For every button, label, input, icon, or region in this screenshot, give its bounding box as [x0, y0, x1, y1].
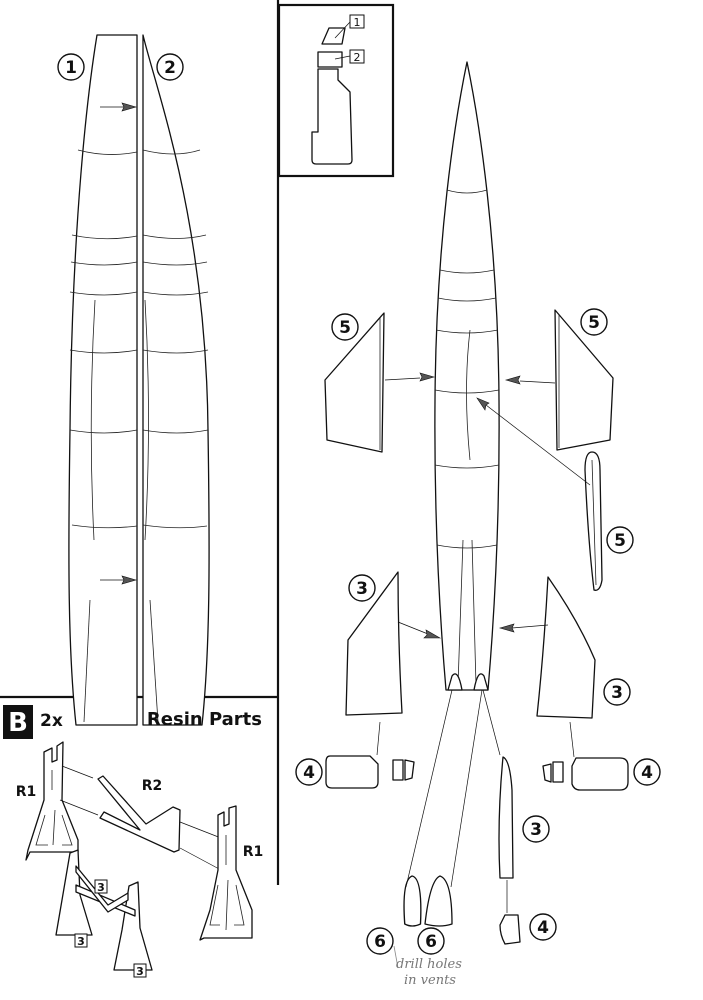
part-label-3-left: 3	[348, 574, 376, 602]
part-label-6-left: 6	[366, 927, 394, 955]
fin-left	[324, 312, 436, 453]
vent-right	[424, 689, 483, 927]
part-label-4-left: 4	[295, 758, 323, 786]
part-label-4-right: 4	[633, 758, 661, 786]
small-label-3-c: 3	[133, 963, 147, 978]
fin-right	[504, 309, 614, 451]
part-label-3-right: 3	[603, 678, 631, 706]
part-label-r2: R2	[142, 778, 163, 794]
svg-text:3: 3	[356, 579, 368, 599]
step-letter: B	[8, 708, 28, 738]
vent-left	[403, 689, 453, 927]
handwritten-note: drill holes in vents	[393, 945, 462, 988]
svg-text:3: 3	[97, 881, 105, 894]
alignment-arrow-upper	[100, 102, 138, 112]
part-label-3-lower: 3	[522, 815, 550, 843]
assembled-fuselage	[434, 61, 500, 691]
engine-lower	[499, 880, 521, 945]
svg-text:2: 2	[164, 58, 176, 78]
part-label-6-right: 6	[417, 927, 445, 955]
stand-left-r1	[25, 741, 79, 861]
part-label-5-lower: 5	[606, 526, 634, 554]
svg-text:5: 5	[339, 318, 351, 338]
section-title: Resin Parts	[147, 709, 262, 730]
part-label-1: 1	[57, 53, 85, 81]
inset-engine-detail: 1 2	[311, 14, 365, 165]
svg-text:6: 6	[374, 932, 386, 952]
part-label-5-left: 5	[331, 313, 359, 341]
fuselage-half-right	[142, 34, 210, 726]
fin-lower-side	[476, 397, 603, 591]
small-label-3-a: 3	[94, 879, 108, 894]
svg-text:1: 1	[354, 16, 361, 29]
stand-assembled-small	[55, 849, 153, 971]
svg-text:3: 3	[611, 683, 623, 703]
svg-text:5: 5	[614, 531, 626, 551]
fuselage-half-left	[68, 34, 138, 726]
svg-text:3: 3	[136, 965, 144, 978]
svg-text:4: 4	[303, 763, 315, 783]
part-label-r1-right: R1	[243, 844, 264, 860]
part-label-4-lower: 4	[529, 913, 557, 941]
svg-text:drill holes: drill holes	[396, 957, 462, 972]
alignment-arrow-lower	[100, 575, 138, 585]
stand-right-r1	[199, 805, 253, 941]
wing-right	[498, 576, 596, 719]
svg-text:2: 2	[354, 51, 361, 64]
engine-left	[325, 721, 415, 789]
wing-left	[345, 571, 442, 716]
rudder-lower	[482, 689, 514, 879]
inset-frame	[277, 3, 395, 178]
svg-text:4: 4	[641, 763, 653, 783]
step-b-header: B 2x Resin Parts	[3, 705, 262, 739]
svg-text:in vents: in vents	[404, 973, 456, 988]
small-label-3-b: 3	[74, 933, 88, 948]
svg-text:5: 5	[588, 313, 600, 333]
svg-text:3: 3	[530, 820, 542, 840]
crossbar-r2	[59, 765, 222, 871]
part-label-2: 2	[156, 53, 184, 81]
quantity: 2x	[40, 711, 63, 731]
engine-right	[542, 721, 629, 791]
part-label-5-right: 5	[580, 308, 608, 336]
svg-text:1: 1	[65, 58, 77, 78]
svg-text:6: 6	[425, 932, 437, 952]
part-label-r1-left: R1	[16, 784, 37, 800]
svg-text:4: 4	[537, 918, 549, 938]
svg-text:3: 3	[77, 935, 85, 948]
